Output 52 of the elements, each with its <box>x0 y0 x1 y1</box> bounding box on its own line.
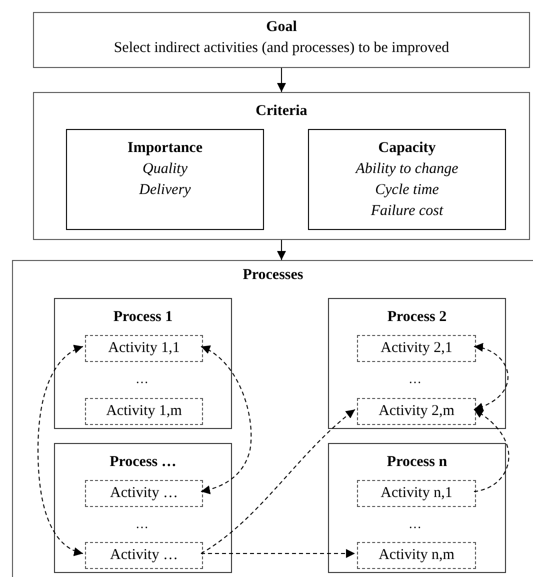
ellipsis-text: … <box>408 372 422 386</box>
activity-label: Activity n,1 <box>380 484 452 503</box>
box-title: Criteria <box>256 102 308 121</box>
activity-label: Activity … <box>110 546 178 565</box>
criteria-panel <box>33 92 530 240</box>
box-text: Delivery <box>139 181 191 200</box>
process-box <box>328 298 506 429</box>
activity-box <box>85 480 203 507</box>
box-title: Process 1 <box>113 308 173 327</box>
arrow <box>474 409 510 492</box>
box-text: Quality <box>142 160 188 179</box>
box-title: Process n <box>386 453 448 472</box>
activity-label: Activity 1,m <box>106 402 182 421</box>
arrow <box>200 346 252 494</box>
arrow <box>474 344 508 411</box>
process-box <box>54 443 232 573</box>
box-text: Ability to change <box>356 160 458 179</box>
box-text: Select indirect activities (and processes) to be improved <box>114 39 450 58</box>
activity-box <box>357 480 476 507</box>
ellipsis-text: … <box>136 517 148 531</box>
processes-panel <box>12 260 533 577</box>
ellipsis-text: … <box>136 372 148 386</box>
arrow <box>277 68 286 92</box>
activity-box <box>85 542 203 569</box>
arrow <box>277 240 286 260</box>
process-box <box>328 443 506 573</box>
box-title: Process 2 <box>387 308 447 327</box>
box-text: Failure cost <box>370 202 444 221</box>
goal-box <box>33 12 530 68</box>
activity-box <box>357 335 476 362</box>
activity-label: Activity n,m <box>378 546 454 565</box>
arrow <box>38 346 84 556</box>
activity-box <box>357 542 476 569</box>
box-title: Importance <box>128 139 202 158</box>
activity-label: Activity 1,1 <box>108 339 180 358</box>
activity-box <box>85 398 203 425</box>
activity-box <box>85 335 203 362</box>
box-title: Process … <box>110 453 176 472</box>
box-text: Cycle time <box>375 181 439 200</box>
activity-box <box>357 398 476 425</box>
box-title: Capacity <box>378 139 436 158</box>
ellipsis-text: … <box>408 517 422 531</box>
criterion-box <box>308 129 506 230</box>
activity-label: Activity 2,1 <box>380 339 452 358</box>
activity-label: Activity … <box>110 484 178 503</box>
process-box <box>54 298 232 429</box>
activity-label: Activity 2,m <box>378 402 454 421</box>
box-title: Goal <box>266 18 297 37</box>
arrow <box>200 409 356 554</box>
arrow <box>200 549 356 558</box>
box-title: Processes <box>242 266 304 285</box>
criterion-box <box>66 129 264 230</box>
